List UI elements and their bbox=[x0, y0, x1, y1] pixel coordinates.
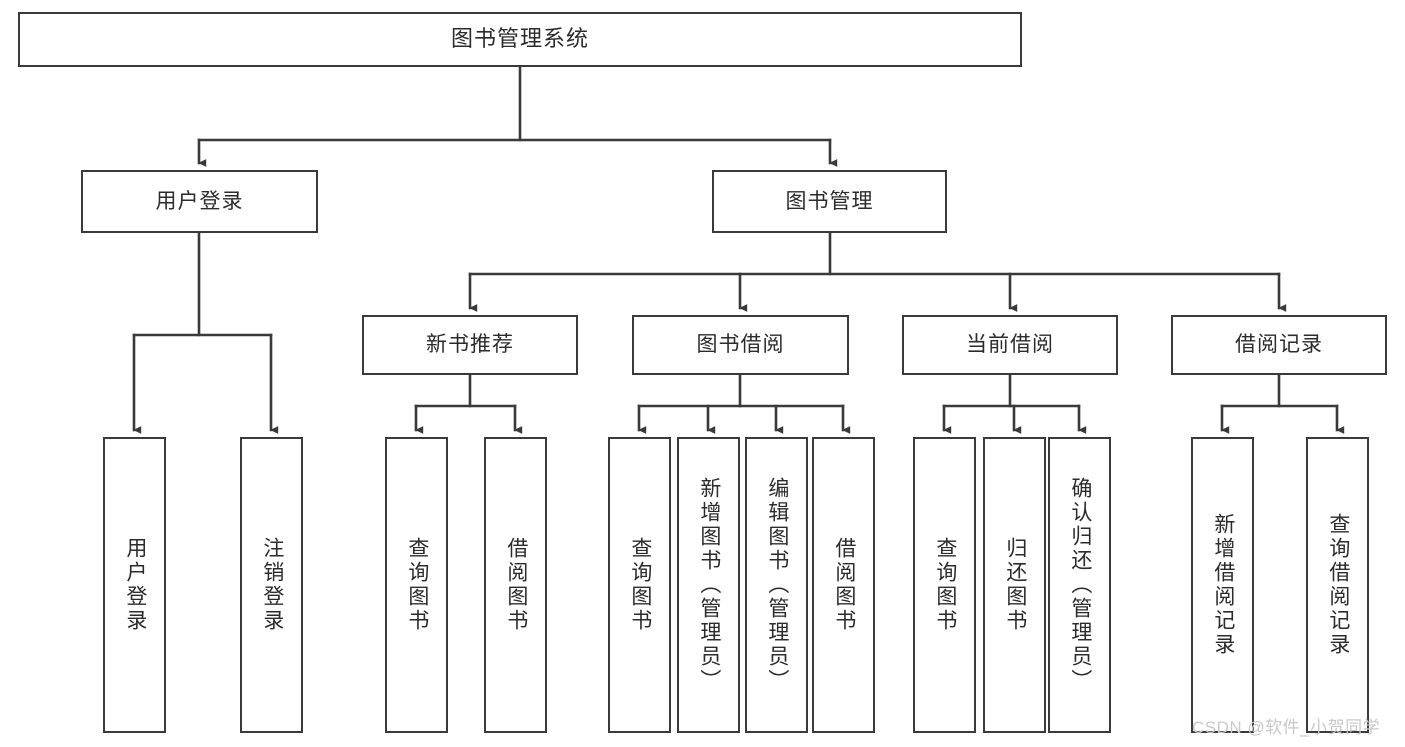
leaf-node[interactable]: 查询图书 bbox=[913, 437, 976, 733]
leaf-node[interactable]: 编辑图书（管理员） bbox=[745, 437, 808, 733]
node-book-borrow[interactable]: 图书借阅 bbox=[632, 315, 849, 375]
leaf-node-label: 借阅图书 bbox=[504, 537, 528, 633]
node-user-login-label: 用户登录 bbox=[155, 189, 244, 213]
leaf-node-label: 注销登录 bbox=[260, 537, 284, 633]
leaf-node-label: 查询图书 bbox=[933, 537, 957, 633]
leaf-node[interactable]: 归还图书 bbox=[983, 437, 1046, 733]
node-current-borrow-label: 当前借阅 bbox=[966, 333, 1054, 357]
node-book-management-label: 图书管理 bbox=[785, 189, 874, 213]
leaf-node[interactable]: 查询图书 bbox=[385, 437, 448, 733]
leaf-node-label: 查询借阅记录 bbox=[1326, 513, 1350, 657]
leaf-node[interactable]: 新增借阅记录 bbox=[1191, 437, 1254, 733]
leaf-node[interactable]: 借阅图书 bbox=[812, 437, 875, 733]
leaf-node[interactable]: 新增图书（管理员） bbox=[677, 437, 740, 733]
leaf-node-label: 编辑图书（管理员） bbox=[765, 477, 789, 693]
watermark-text: CSDN @软件_小贺同学 bbox=[1192, 718, 1381, 737]
leaf-node[interactable]: 借阅图书 bbox=[484, 437, 547, 733]
node-root-label: 图书管理系统 bbox=[450, 26, 589, 52]
leaf-node[interactable]: 查询图书 bbox=[608, 437, 671, 733]
leaf-node-label: 借阅图书 bbox=[832, 537, 856, 633]
node-borrow-record[interactable]: 借阅记录 bbox=[1171, 315, 1387, 375]
leaf-node[interactable]: 用户登录 bbox=[103, 437, 166, 733]
leaf-node[interactable]: 注销登录 bbox=[240, 437, 303, 733]
leaf-node[interactable]: 查询借阅记录 bbox=[1306, 437, 1369, 733]
leaf-node-label: 确认归还（管理员） bbox=[1068, 477, 1092, 693]
leaf-node-label: 新增图书（管理员） bbox=[697, 477, 721, 693]
leaf-node-label: 新增借阅记录 bbox=[1211, 513, 1235, 657]
node-new-book-recommend[interactable]: 新书推荐 bbox=[362, 315, 578, 375]
leaf-node-label: 查询图书 bbox=[405, 537, 429, 633]
node-book-borrow-label: 图书借阅 bbox=[696, 333, 785, 357]
node-book-management[interactable]: 图书管理 bbox=[712, 170, 947, 233]
node-current-borrow[interactable]: 当前借阅 bbox=[902, 315, 1118, 375]
node-borrow-record-label: 借阅记录 bbox=[1235, 333, 1323, 357]
leaf-node-label: 归还图书 bbox=[1003, 537, 1027, 633]
node-new-book-recommend-label: 新书推荐 bbox=[426, 333, 514, 357]
leaf-node-label: 用户登录 bbox=[123, 537, 147, 633]
node-user-login[interactable]: 用户登录 bbox=[81, 170, 318, 233]
leaf-node[interactable]: 确认归还（管理员） bbox=[1048, 437, 1111, 733]
leaf-node-label: 查询图书 bbox=[628, 537, 652, 633]
node-root[interactable]: 图书管理系统 bbox=[18, 12, 1022, 67]
